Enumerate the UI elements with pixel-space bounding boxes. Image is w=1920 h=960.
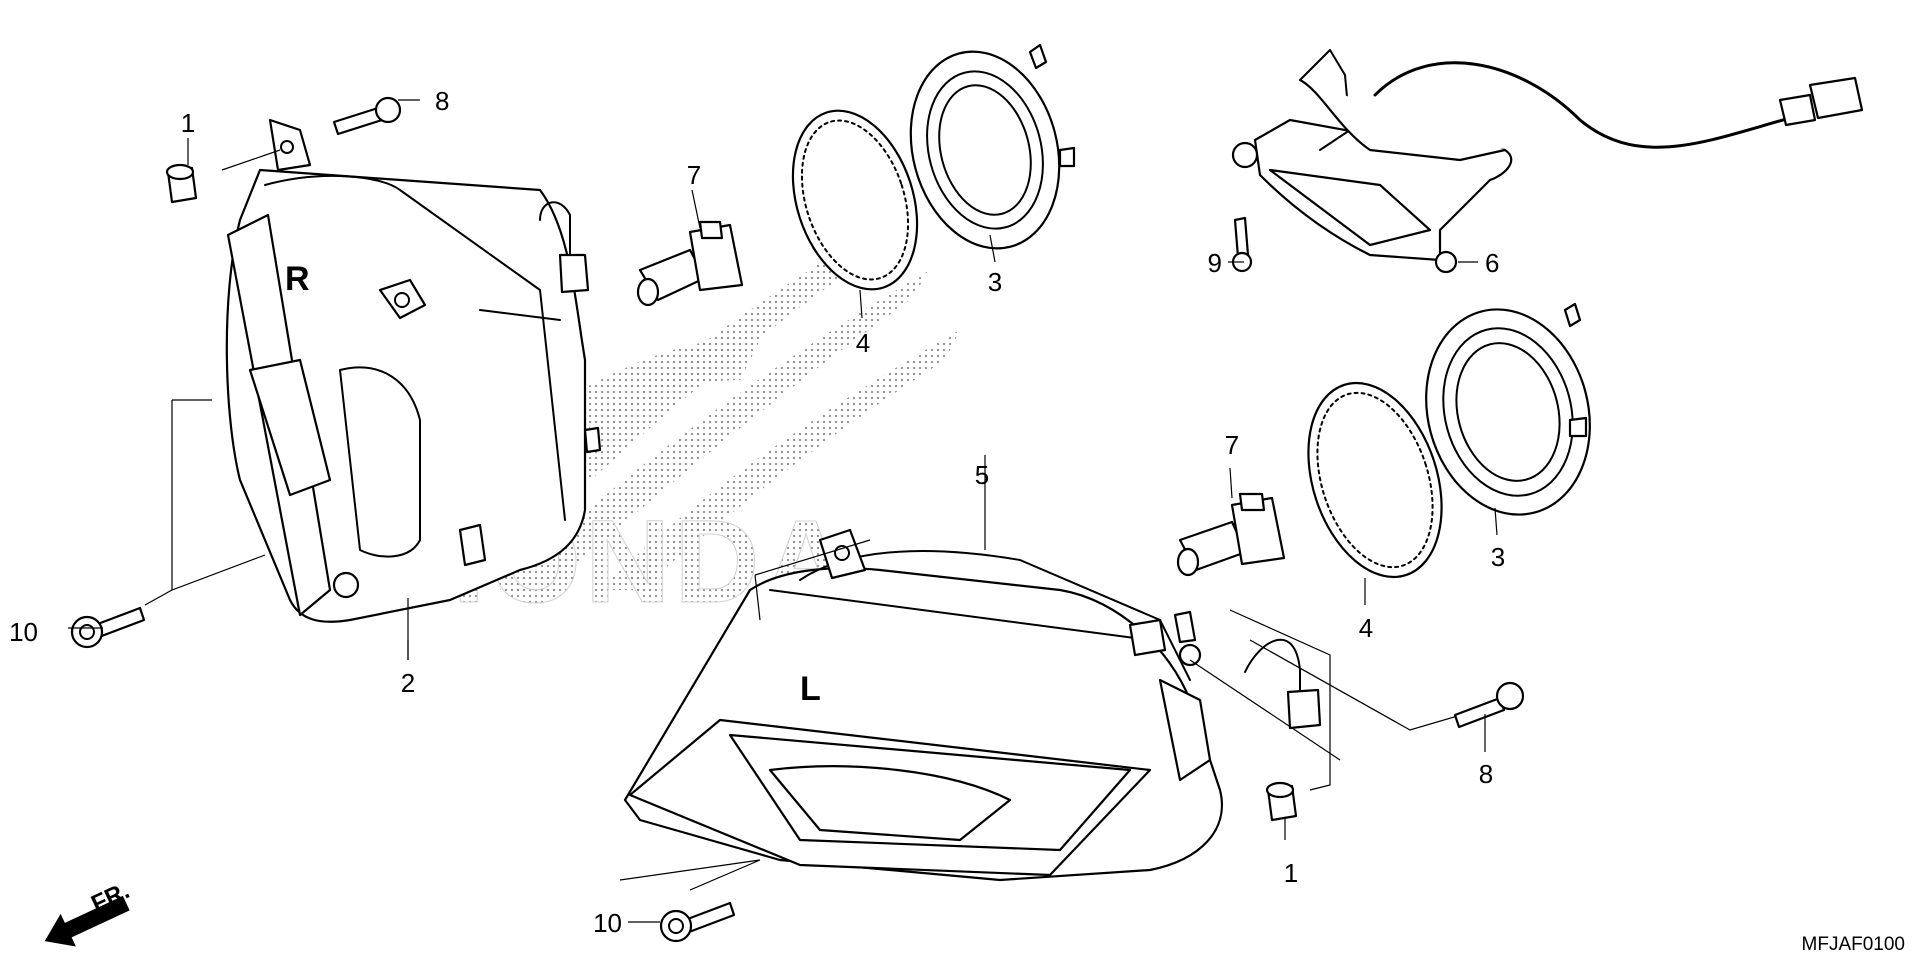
bolt-8-right <box>1453 681 1525 729</box>
callout-1-bottom: 1 <box>1284 858 1298 888</box>
bulb-7-top <box>636 220 744 307</box>
callout-4-bottom: 4 <box>1359 613 1373 643</box>
callout-6: 6 <box>1485 248 1499 278</box>
callout-7-bottom: 7 <box>1225 430 1239 460</box>
callout-3-top: 3 <box>988 267 1002 297</box>
callout-8-top: 8 <box>435 86 449 116</box>
housing-ring-3-top <box>909 43 1076 250</box>
callout-7-top: 7 <box>687 160 701 190</box>
bolt-8-top <box>332 96 402 136</box>
collar-1-bottom <box>1265 781 1298 822</box>
callout-3-bottom: 3 <box>1491 542 1505 572</box>
callout-leaders <box>68 99 1498 923</box>
bolt-10-left <box>70 606 146 649</box>
housing-ring-3-bottom <box>1425 302 1591 516</box>
right-headlight-unit: R <box>225 118 602 623</box>
callout-5: 5 <box>975 460 989 490</box>
callout-8-right: 8 <box>1479 759 1493 789</box>
callout-labels: 1 8 7 4 3 10 2 9 6 5 7 4 3 8 1 10 <box>9 86 1505 938</box>
callout-9: 9 <box>1208 248 1222 278</box>
front-direction-indicator: FR. <box>44 877 134 947</box>
right-side-mark: R <box>285 260 310 298</box>
callout-1-top: 1 <box>181 108 195 138</box>
callout-4-top: 4 <box>856 328 870 358</box>
left-side-mark: L <box>800 670 821 708</box>
seal-ring-4-top <box>791 109 919 291</box>
position-light-6 <box>1231 49 1864 274</box>
front-arrow-icon <box>44 895 130 947</box>
bolt-10-bottom <box>659 901 736 943</box>
left-headlight-unit: L <box>623 528 1322 882</box>
bulb-7-bottom <box>1176 492 1286 577</box>
diagram-code: MFJAF0100 <box>1802 934 1905 955</box>
seal-ring-4-bottom <box>1307 381 1443 579</box>
callout-10-left: 10 <box>9 617 38 647</box>
callout-10-bottom: 10 <box>593 908 622 938</box>
callout-2: 2 <box>401 668 415 698</box>
collar-1-top <box>165 163 198 204</box>
